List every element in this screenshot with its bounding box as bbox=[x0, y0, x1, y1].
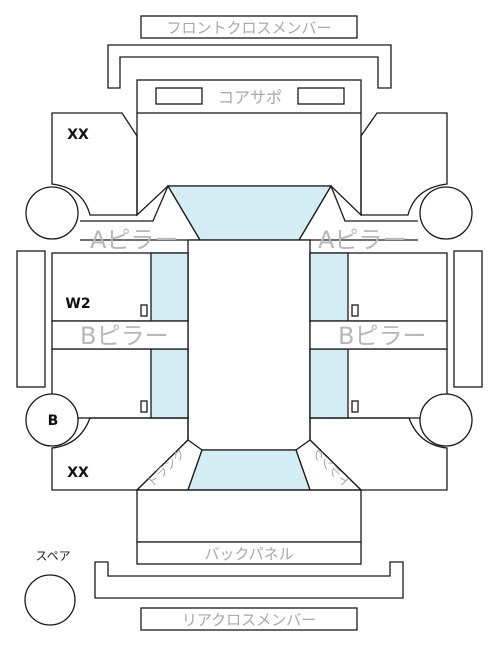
front-left-fender-mark: XX bbox=[67, 127, 89, 143]
right-rocker-panel[interactable] bbox=[453, 250, 483, 388]
front-left-fender[interactable] bbox=[51, 112, 138, 216]
a-pillar-right-label: Aピラー bbox=[318, 226, 406, 254]
left-front-door-handle[interactable] bbox=[140, 304, 148, 317]
rear-left-wheel-mark: B bbox=[48, 413, 59, 429]
right-rear-door-handle[interactable] bbox=[351, 400, 359, 413]
left-rear-door-glass[interactable] bbox=[150, 348, 189, 419]
right-rear-door-glass[interactable] bbox=[309, 348, 349, 419]
rear-bumper-outline[interactable] bbox=[94, 561, 404, 599]
front-bumper-outline bbox=[107, 44, 392, 89]
front-cross-member-box[interactable] bbox=[140, 15, 358, 39]
b-pillar-right-label: Bピラー bbox=[338, 322, 426, 350]
front-cross-member-label: フロントクロスメンバー bbox=[166, 19, 331, 37]
spare-label: スペア bbox=[35, 549, 70, 563]
right-front-door-handle[interactable] bbox=[351, 304, 359, 317]
rear-left-wheel[interactable] bbox=[25, 393, 79, 447]
left-rear-door-handle[interactable] bbox=[140, 400, 148, 413]
b-pillar-right[interactable] bbox=[309, 320, 448, 350]
windshield[interactable] bbox=[166, 185, 333, 241]
roof-panel[interactable] bbox=[187, 239, 311, 451]
front-left-wheel[interactable] bbox=[25, 186, 79, 240]
back-panel-box[interactable] bbox=[136, 541, 362, 565]
b-pillar-left[interactable] bbox=[51, 320, 189, 350]
left-headlight[interactable] bbox=[155, 87, 203, 105]
rear-window[interactable] bbox=[187, 449, 311, 491]
spare-tire[interactable] bbox=[24, 574, 76, 626]
trunk-lid[interactable] bbox=[136, 489, 362, 543]
left-front-door-mark: W2 bbox=[65, 296, 90, 312]
front-right-fender[interactable] bbox=[360, 112, 448, 216]
back-panel-label: バックパネル bbox=[204, 545, 293, 563]
rear-right-wheel[interactable] bbox=[419, 393, 473, 447]
left-rocker-panel[interactable] bbox=[16, 250, 46, 388]
right-front-door-glass[interactable] bbox=[309, 252, 349, 322]
front-right-wheel[interactable] bbox=[419, 186, 473, 240]
right-headlight[interactable] bbox=[297, 87, 345, 105]
rear-cross-member-box[interactable] bbox=[140, 607, 358, 631]
core-support-label: コアサポ bbox=[218, 88, 282, 107]
b-pillar-left-label: Bピラー bbox=[80, 322, 168, 350]
a-pillar-left-label: Aピラー bbox=[90, 226, 178, 254]
rear-cross-member-label: リアクロスメンバー bbox=[182, 611, 316, 629]
left-front-door-glass[interactable] bbox=[150, 252, 189, 322]
rear-left-fender-mark: XX bbox=[67, 465, 89, 481]
